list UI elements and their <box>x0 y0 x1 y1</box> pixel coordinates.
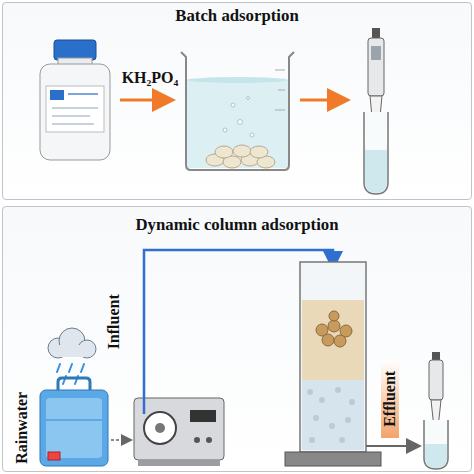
adsorption-column <box>285 262 381 466</box>
beaker <box>181 52 294 170</box>
flow-arrow <box>111 439 130 441</box>
pipette-and-tube <box>364 28 388 194</box>
panel-heading: Dynamic column adsorption <box>3 215 471 235</box>
panel-band: Dynamic column adsorption <box>2 206 472 472</box>
vertical-label: Rainwater <box>13 392 31 464</box>
rain-cloud <box>48 328 96 384</box>
water-container <box>40 378 108 466</box>
vertical-label: Influent <box>105 294 123 349</box>
chemical-label: KH₂PO₄ <box>122 69 179 87</box>
vertical-label: Effluent <box>381 371 399 427</box>
effluent-band <box>381 360 399 438</box>
effluent-arrow <box>366 445 418 447</box>
process-arrow <box>120 99 170 102</box>
reagent-bottle <box>40 40 110 160</box>
peristaltic-pump <box>134 398 224 466</box>
panel-heading: Batch adsorption <box>3 6 471 26</box>
process-arrow <box>300 99 345 102</box>
pipette-and-tube <box>424 352 448 469</box>
panel-band: Batch adsorption <box>2 2 472 200</box>
